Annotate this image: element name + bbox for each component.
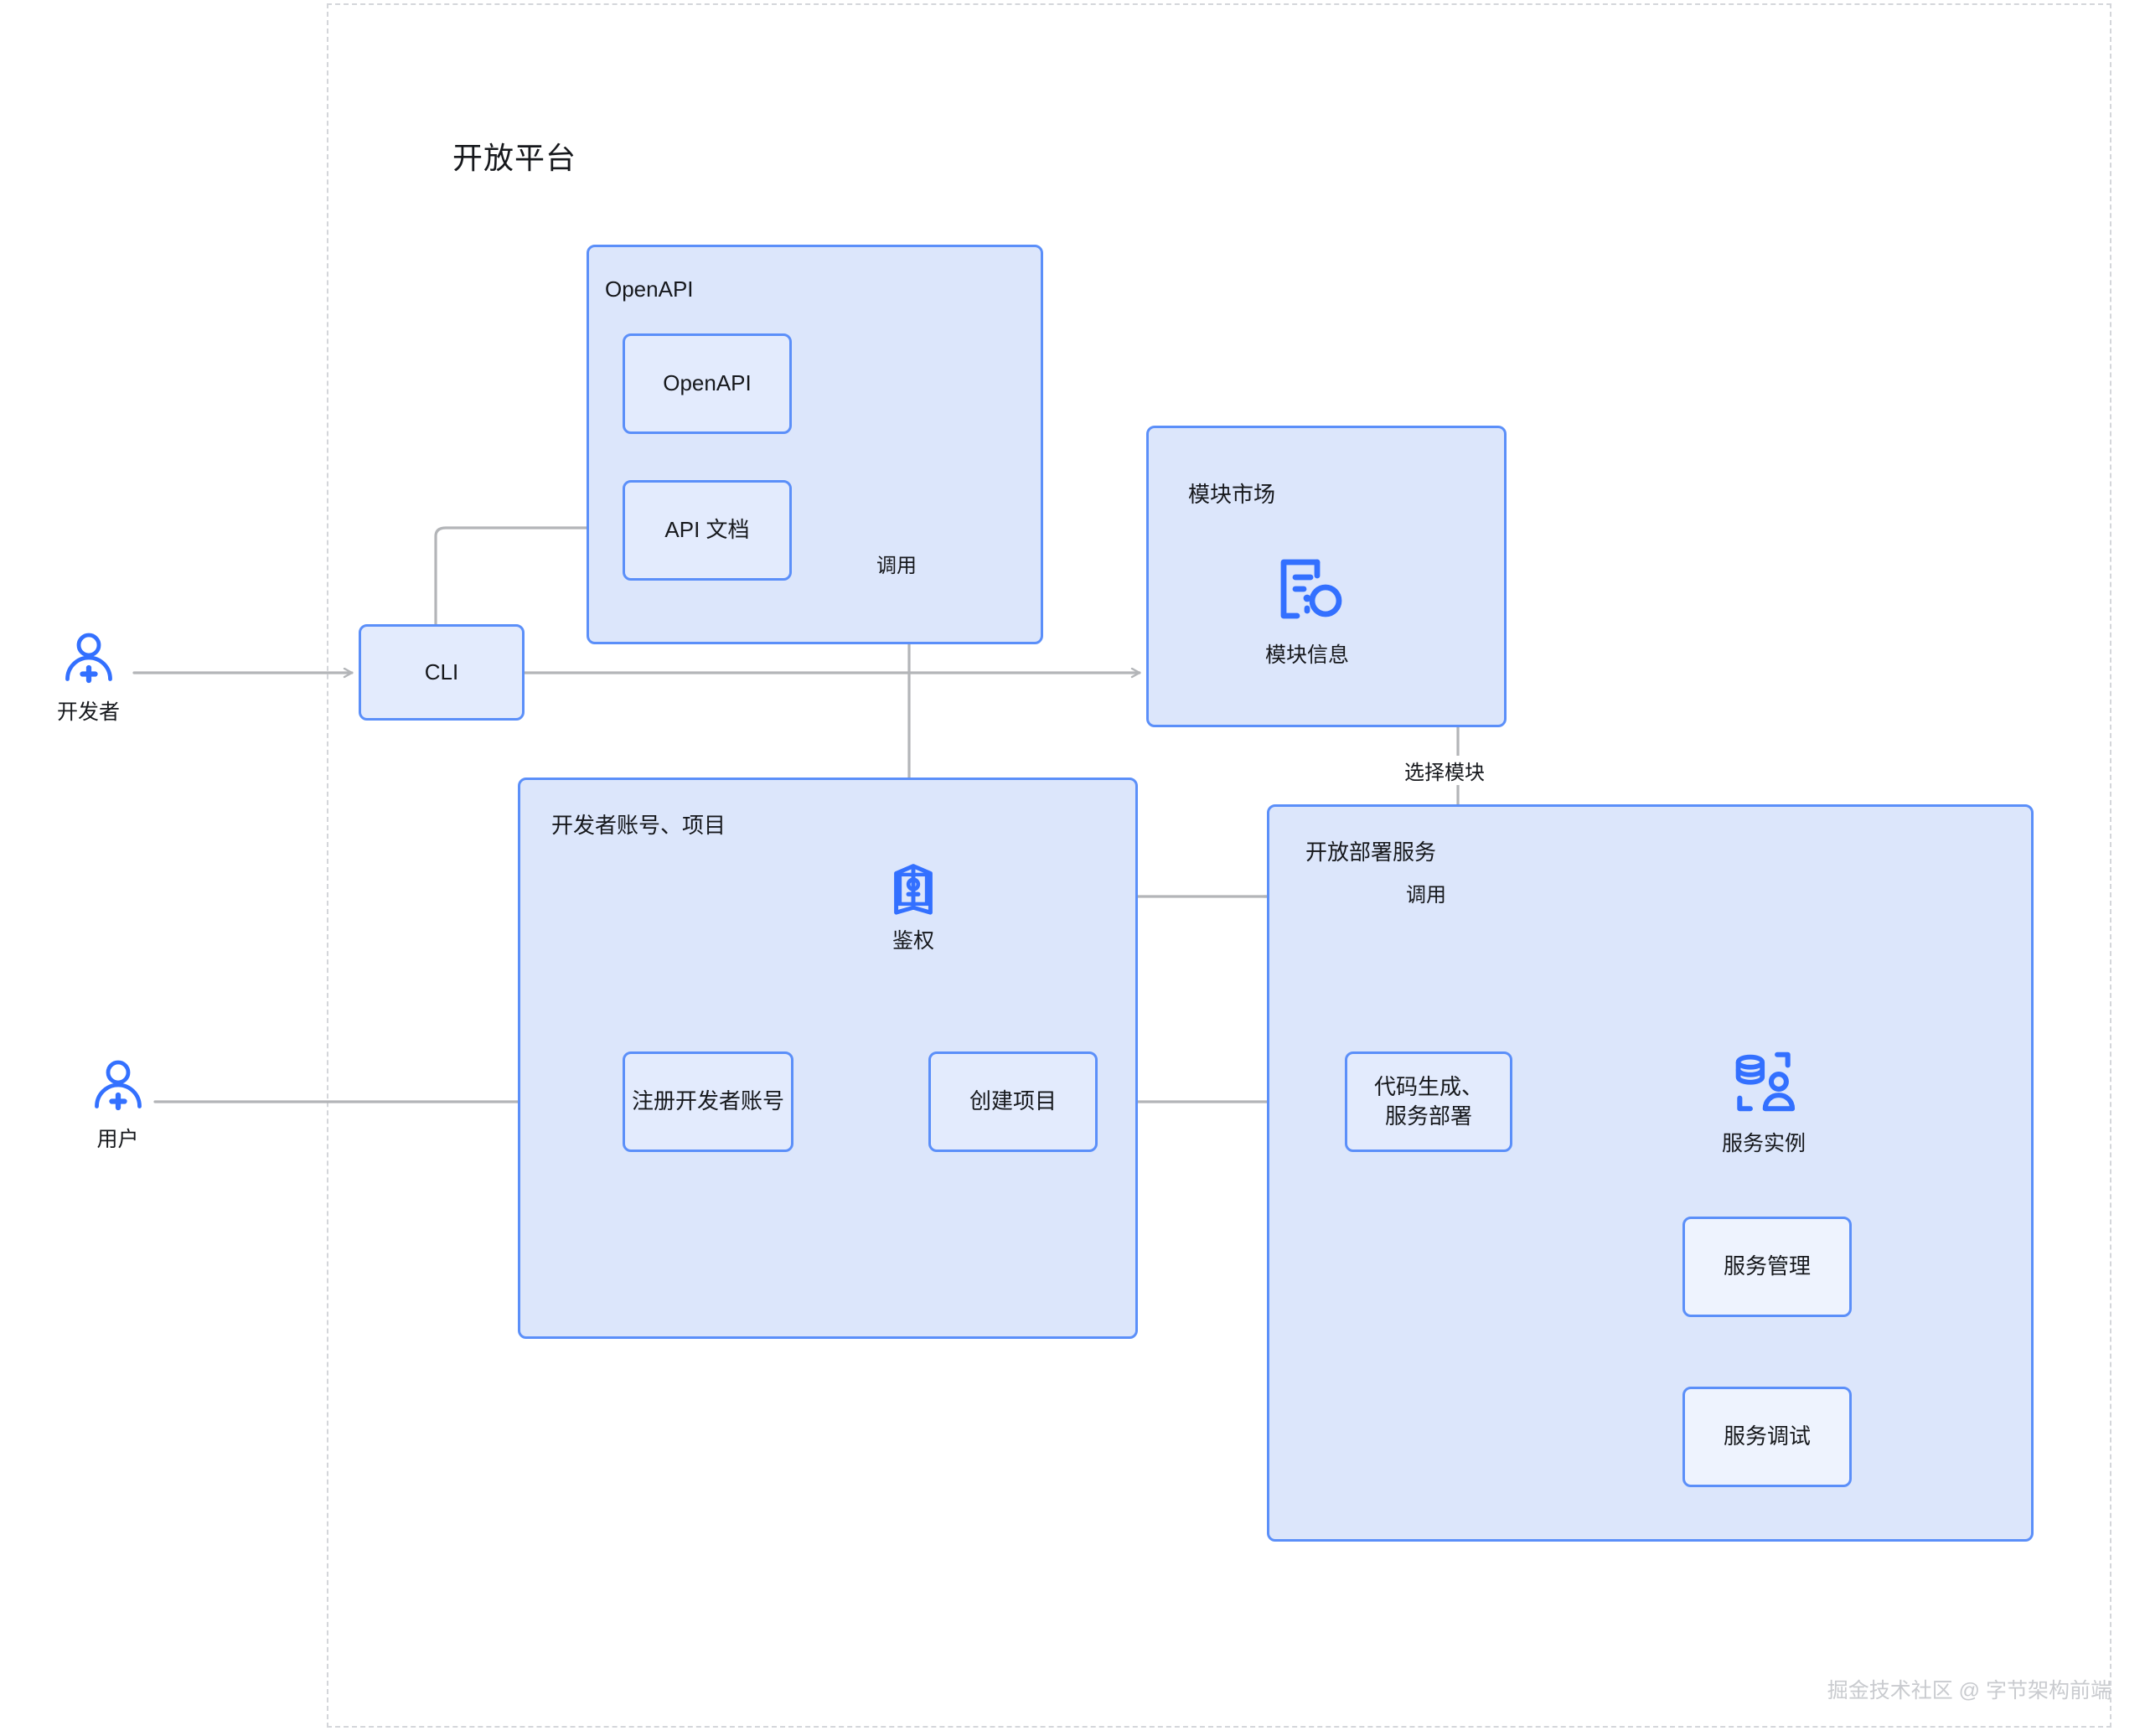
node-create-project[interactable]: 创建项目 bbox=[928, 1051, 1098, 1152]
group-module-market bbox=[1146, 426, 1507, 727]
platform-frame bbox=[327, 3, 2111, 1728]
node-service-debug[interactable]: 服务调试 bbox=[1682, 1387, 1852, 1487]
group-openapi bbox=[587, 245, 1043, 644]
node-service-instance-label: 服务实例 bbox=[1721, 1132, 1806, 1155]
actor-developer-label: 开发者 bbox=[56, 700, 120, 724]
node-codegen-deploy[interactable]: 代码生成、 服务部署 bbox=[1345, 1051, 1512, 1152]
user-plus-icon bbox=[59, 633, 119, 692]
node-module-info[interactable]: 模块信息 bbox=[1232, 549, 1383, 669]
group-module-market-label: 模块市场 bbox=[1188, 482, 1276, 507]
group-deploy-service-label: 开放部署服务 bbox=[1305, 840, 1437, 865]
edge-label-select-module: 选择模块 bbox=[1401, 756, 1488, 785]
actor-user[interactable]: 用户 bbox=[70, 1060, 166, 1153]
node-register-account[interactable]: 注册开发者账号 bbox=[623, 1051, 793, 1152]
node-cli[interactable]: CLI bbox=[359, 624, 525, 721]
edge-label-call-openapi: 调用 bbox=[871, 549, 922, 578]
node-openapi[interactable]: OpenAPI bbox=[623, 333, 792, 434]
user-plus-icon bbox=[88, 1060, 148, 1119]
id-card-icon bbox=[884, 856, 943, 919]
group-developer-account-label: 开发者账号、项目 bbox=[551, 813, 726, 838]
edge-label-call-deploy: 调用 bbox=[1401, 878, 1451, 907]
database-user-icon bbox=[1728, 1046, 1800, 1122]
node-service-instance[interactable]: 服务实例 bbox=[1709, 1046, 1818, 1157]
module-info-icon bbox=[1267, 549, 1347, 633]
node-codegen-deploy-line2: 服务部署 bbox=[1384, 1103, 1472, 1129]
node-api-doc[interactable]: API 文档 bbox=[623, 480, 792, 581]
node-codegen-deploy-line1: 代码生成、 bbox=[1373, 1073, 1483, 1099]
watermark: 掘金技术社区 @ 字节架构前端 bbox=[1827, 1679, 2111, 1702]
node-auth[interactable]: 鉴权 bbox=[867, 856, 959, 954]
actor-user-label: 用户 bbox=[96, 1128, 139, 1151]
actor-developer[interactable]: 开发者 bbox=[40, 633, 137, 726]
node-auth-label: 鉴权 bbox=[892, 929, 934, 953]
platform-title: 开放平台 bbox=[452, 141, 577, 175]
group-deploy-service bbox=[1267, 804, 2034, 1542]
node-module-info-label: 模块信息 bbox=[1264, 643, 1349, 667]
node-service-manage[interactable]: 服务管理 bbox=[1682, 1217, 1852, 1317]
group-openapi-label: OpenAPI bbox=[605, 276, 694, 302]
